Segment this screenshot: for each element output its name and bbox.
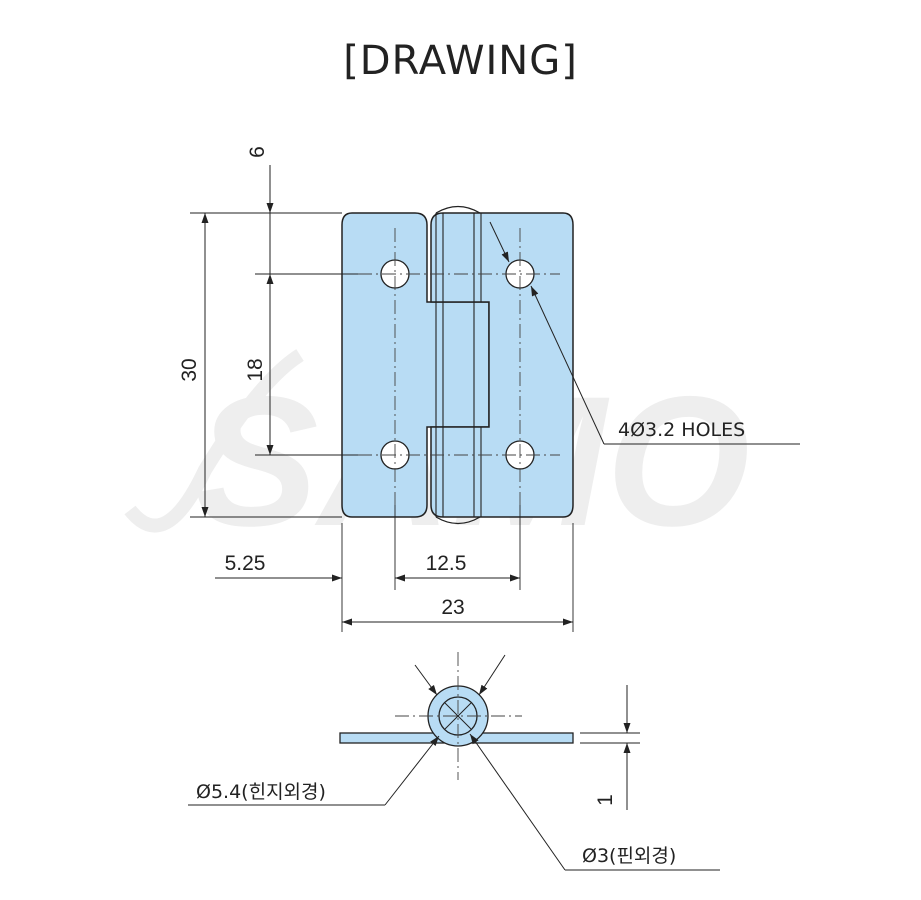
dim-hole-v-label: 18 xyxy=(244,358,267,381)
knuckle-cap-bottom xyxy=(435,516,481,525)
knuckle-od-label: Ø5.4(힌지외경) xyxy=(196,781,326,803)
hinge-side-view xyxy=(339,652,574,780)
dim-top-gap-label: 6 xyxy=(246,146,269,158)
knuckle-cap-top xyxy=(435,205,481,214)
centerlines xyxy=(358,228,560,505)
pin-od-label: Ø3(핀외경) xyxy=(582,845,676,867)
dim-hole-h-label: 12.5 xyxy=(426,552,467,575)
dim-height-label: 30 xyxy=(178,358,201,381)
dim-width-label: 23 xyxy=(441,596,464,619)
holes-label: 4Ø3.2 HOLES xyxy=(618,419,745,441)
side-centerlines xyxy=(395,652,522,780)
hinge-front-view xyxy=(341,205,574,525)
side-leaders xyxy=(188,654,720,871)
dim-offset-label: 5.25 xyxy=(225,552,266,575)
drawing-title: [DRAWING] xyxy=(343,38,578,84)
hole-leader xyxy=(489,221,800,445)
dim-thickness-label: 1 xyxy=(594,794,617,806)
knuckle-lines xyxy=(435,213,482,517)
left-leaf xyxy=(341,212,490,518)
